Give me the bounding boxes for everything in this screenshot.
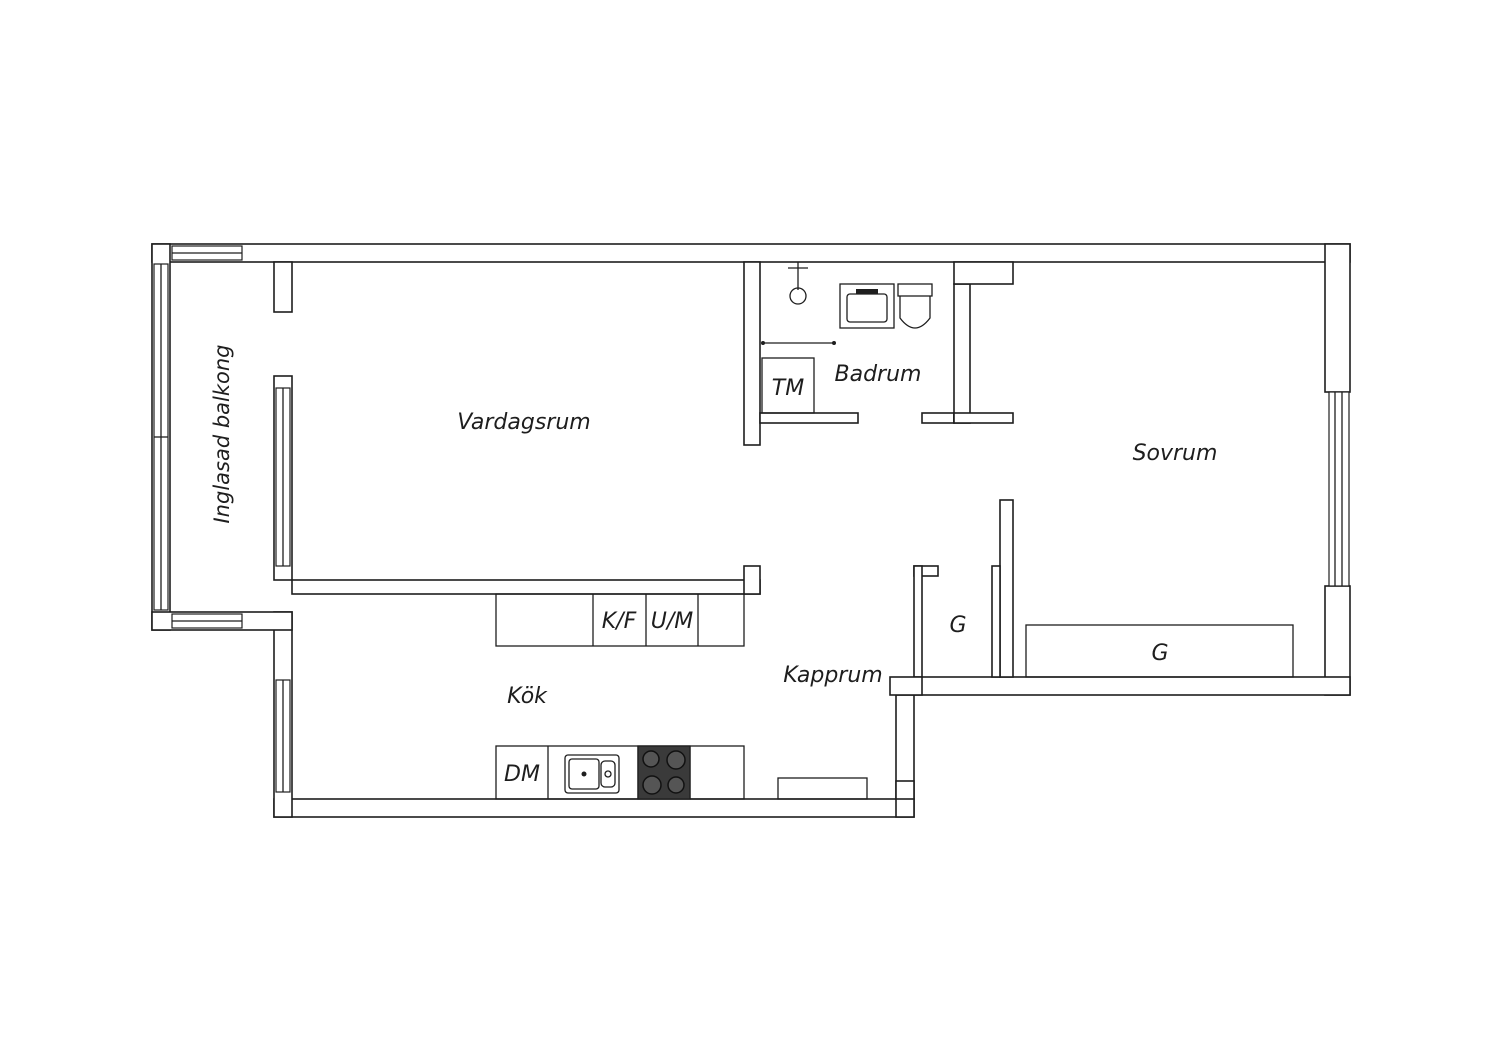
oven-microwave-label: U/M — [651, 609, 694, 634]
shower-icon — [761, 262, 836, 345]
washer-box — [761, 357, 815, 414]
kitchen-fixtures: K/F U/M DM — [495, 593, 868, 800]
sink-icon — [839, 283, 895, 329]
washer-label: TM — [772, 376, 804, 401]
bathroom-fixtures: TM — [761, 262, 933, 414]
windows — [153, 245, 1350, 793]
toilet-icon — [897, 283, 933, 329]
hall-wardrobe-label: G — [949, 613, 966, 638]
hall-bench — [777, 777, 868, 800]
hall-label: Kapprum — [783, 663, 882, 688]
dishwasher-label: DM — [504, 762, 540, 787]
kitchen-label: Kök — [507, 684, 548, 709]
bathroom-label: Badrum — [835, 362, 922, 387]
interior-walls — [291, 261, 1014, 800]
living-room-label: Vardagsrum — [457, 410, 590, 435]
kitchen-sink-icon — [564, 754, 620, 794]
bedroom-wardrobe — [1025, 624, 1294, 678]
wardrobes: G G — [949, 613, 1294, 678]
bedroom-wardrobe-label: G — [1151, 641, 1168, 666]
fridge-freezer-label: K/F — [602, 609, 637, 634]
bedroom-label: Sovrum — [1133, 441, 1218, 466]
stove-icon — [637, 745, 691, 800]
balcony-label: Inglasad balkong — [210, 344, 234, 523]
room-labels: Vardagsrum Badrum Sovrum Kök Kapprum Ing… — [210, 344, 1217, 709]
